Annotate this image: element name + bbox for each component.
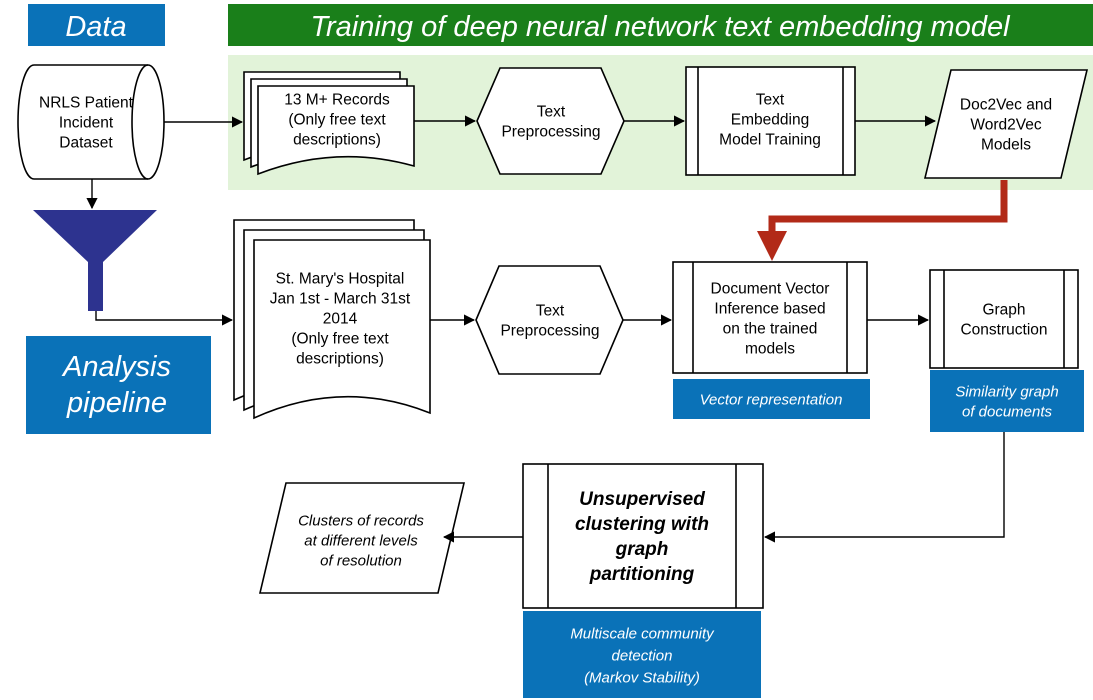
label-line: Preprocessing	[500, 322, 599, 339]
label-line: Model Training	[719, 131, 821, 148]
label-line: 13 M+ Records	[284, 91, 390, 108]
label-line: Models	[981, 136, 1031, 153]
label-line: partitioning	[589, 564, 695, 585]
label-line: detection	[612, 647, 673, 664]
label-line: (Only free text	[288, 111, 386, 128]
label-line: descriptions)	[296, 350, 384, 367]
label-line: at different levels	[304, 532, 418, 549]
clusters-output-label: Clusters of records at different levels of…	[298, 512, 424, 569]
label-line: models	[745, 340, 795, 357]
vector-representation-caption: Vector representation	[673, 379, 870, 419]
data-header: Data	[28, 4, 165, 46]
label-line: Construction	[960, 321, 1047, 338]
label-line: Multiscale community	[570, 625, 715, 642]
label-line: Inference based	[714, 300, 825, 317]
label-line: Clusters of records	[298, 512, 424, 529]
similarity-graph-label: Similarity graph of documents	[955, 383, 1058, 420]
label-line: (Only free text	[291, 330, 389, 347]
label-line: Text	[536, 302, 565, 319]
label-line: Jan 1st - March 31st	[270, 290, 411, 307]
multiscale-caption: Multiscale community detection (Markov Sta…	[523, 611, 761, 698]
label-line: Text	[756, 91, 785, 108]
training-header: Training of deep neural network text emb…	[228, 4, 1093, 46]
analysis-label-line2: pipeline	[66, 387, 167, 419]
label-line: Unsupervised	[579, 489, 705, 510]
label-line: Preprocessing	[501, 123, 600, 140]
vector-representation-label: Vector representation	[700, 391, 843, 408]
records-13m-label: 13 M+ Records (Only free text descriptions…	[284, 91, 390, 148]
multiscale-label: Multiscale community detection (Markov Sta…	[570, 625, 715, 686]
label-line: (Markov Stability)	[584, 669, 700, 686]
label-line: Vector representation	[700, 391, 843, 408]
label-line: clustering with	[575, 514, 709, 535]
analysis-pipeline-header: Analysis pipeline	[26, 336, 211, 434]
arrow-graph-to-clustering	[763, 432, 1005, 543]
arrow-funnel-to-stmarys	[95, 311, 234, 326]
connectors	[86, 115, 1005, 543]
label-line: Dataset	[59, 134, 113, 151]
label-line: Incident	[59, 114, 114, 131]
label-line: of documents	[962, 403, 1053, 420]
unsupervised-clustering-node: Unsupervised clustering with graph partitio…	[522, 463, 764, 609]
label-line: Doc2Vec and	[960, 96, 1052, 113]
label-line: Text	[537, 103, 566, 120]
red-arrow-models-to-inference	[757, 180, 1008, 261]
label-line: Similarity graph	[955, 383, 1058, 400]
label-line: NRLS Patient	[39, 94, 134, 111]
label-line: Word2Vec	[970, 116, 1041, 133]
label-line: graph	[615, 539, 669, 560]
clusters-output-node: Clusters of records at different levels of…	[258, 482, 466, 594]
label-line: 2014	[323, 310, 358, 327]
training-header-label: Training of deep neural network text emb…	[310, 11, 1011, 43]
label-line: Embedding	[731, 111, 809, 128]
label-line: on the trained	[723, 320, 818, 337]
analysis-label-line1: Analysis	[61, 351, 171, 383]
funnel-icon	[33, 210, 157, 311]
label-line: Graph	[982, 301, 1025, 318]
label-line: St. Mary's Hospital	[276, 270, 405, 287]
label-line: of resolution	[320, 552, 402, 569]
similarity-graph-caption: Similarity graph of documents	[930, 370, 1084, 432]
data-header-label: Data	[65, 11, 126, 43]
label-line: Document Vector	[711, 280, 830, 297]
unsupervised-clustering-label: Unsupervised clustering with graph partitio…	[575, 489, 709, 585]
label-line: descriptions)	[293, 131, 381, 148]
records-13m-node: 13 M+ Records (Only free text descriptions…	[243, 71, 415, 176]
